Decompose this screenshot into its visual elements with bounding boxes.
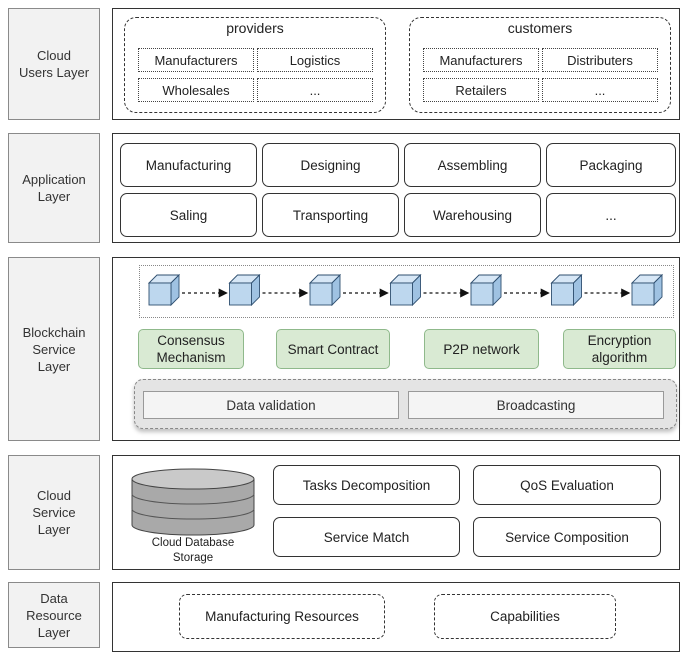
blockchain-base-band: Data validation Broadcasting [134, 379, 677, 429]
block-cube [469, 273, 503, 307]
application-item: ... [546, 193, 676, 237]
manufacturing-resources-box: Manufacturing Resources [179, 594, 385, 639]
application-item: Warehousing [404, 193, 541, 237]
qos-evaluation-box: QoS Evaluation [473, 465, 661, 505]
layer-label-blockchain-service: Blockchain Service Layer [8, 257, 100, 441]
application-item: Designing [262, 143, 399, 187]
customer-item: Retailers [423, 78, 539, 102]
block-cube [228, 273, 261, 307]
blockchain-chain [147, 273, 664, 307]
feature-smart-contract: Smart Contract [276, 329, 390, 369]
tasks-decomposition-box: Tasks Decomposition [273, 465, 460, 505]
application-item: Assembling [404, 143, 541, 187]
cloud-users-panel: providers Manufacturers Logistics Wholes… [112, 8, 680, 120]
capabilities-box: Capabilities [434, 594, 616, 639]
block-cube [308, 273, 342, 307]
layer-label-data-resource: Data Resource Layer [8, 582, 100, 648]
application-item: Transporting [262, 193, 399, 237]
provider-item: Manufacturers [138, 48, 254, 72]
feature-consensus: Consensus Mechanism [138, 329, 244, 369]
customer-item: Manufacturers [423, 48, 539, 72]
feature-p2p-network: P2P network [424, 329, 539, 369]
database-storage-label: Cloud Database Storage [151, 537, 235, 564]
application-item: Packaging [546, 143, 676, 187]
layer-label-cloud-users: Cloud Users Layer [8, 8, 100, 120]
providers-title: providers [226, 20, 284, 36]
customer-item: ... [542, 78, 658, 102]
blockchain-panel: Consensus Mechanism Smart Contract P2P n… [112, 257, 680, 441]
service-match-box: Service Match [273, 517, 460, 557]
data-resource-panel: Manufacturing Resources Capabilities [112, 582, 680, 652]
application-item: Saling [120, 193, 257, 237]
cloud-service-panel: Cloud Database Storage Tasks Decompositi… [112, 455, 680, 570]
provider-item: Logistics [257, 48, 373, 72]
customers-group: customers Manufacturers Distributers Ret… [409, 17, 671, 113]
feature-encryption: Encryption algorithm [563, 329, 676, 369]
provider-item: ... [257, 78, 373, 102]
broadcasting-cell: Broadcasting [408, 391, 664, 419]
block-cube [389, 273, 422, 307]
providers-group: providers Manufacturers Logistics Wholes… [124, 17, 386, 113]
provider-item: Wholesales [138, 78, 254, 102]
database-icon [131, 468, 255, 536]
customers-title: customers [507, 20, 573, 36]
block-cube [147, 273, 181, 307]
customer-item: Distributers [542, 48, 658, 72]
layer-label-application: Application Layer [8, 133, 100, 243]
blockchain-strip [139, 265, 674, 318]
service-composition-box: Service Composition [473, 517, 661, 557]
data-validation-cell: Data validation [143, 391, 399, 419]
application-item: Manufacturing [120, 143, 257, 187]
block-cube [550, 273, 583, 307]
application-panel: Manufacturing Designing Assembling Packa… [112, 133, 680, 243]
layer-label-cloud-service: Cloud Service Layer [8, 455, 100, 570]
block-cube [630, 273, 664, 307]
